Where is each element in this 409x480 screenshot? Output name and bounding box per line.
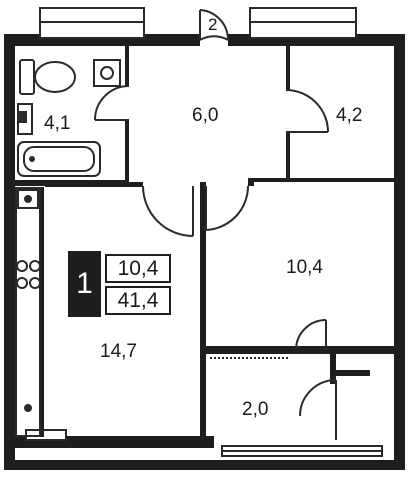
entrance-door xyxy=(199,9,230,41)
interior-walls xyxy=(15,46,394,442)
interior-doors xyxy=(94,85,337,440)
total-area-value: 41,4 xyxy=(105,286,171,315)
room-area-bathroom: 4,1 xyxy=(44,113,71,134)
room-area-kitchen-living: 14,7 xyxy=(100,341,137,362)
room-area-balcony: 2,0 xyxy=(242,399,269,420)
living-area-value: 10,4 xyxy=(105,254,171,283)
bathroom-fixtures xyxy=(17,59,121,177)
room-area-bedroom: 10,4 xyxy=(286,257,323,278)
stair-number: 2 xyxy=(208,15,218,34)
room-area-hall: 6,0 xyxy=(192,105,219,126)
apartment-summary-badge: 1 10,4 41,4 xyxy=(68,251,172,317)
room-area-storage: 4,2 xyxy=(336,105,363,126)
room-count: 1 xyxy=(68,251,101,317)
kitchen-fixtures xyxy=(15,187,41,437)
windows xyxy=(25,7,383,457)
